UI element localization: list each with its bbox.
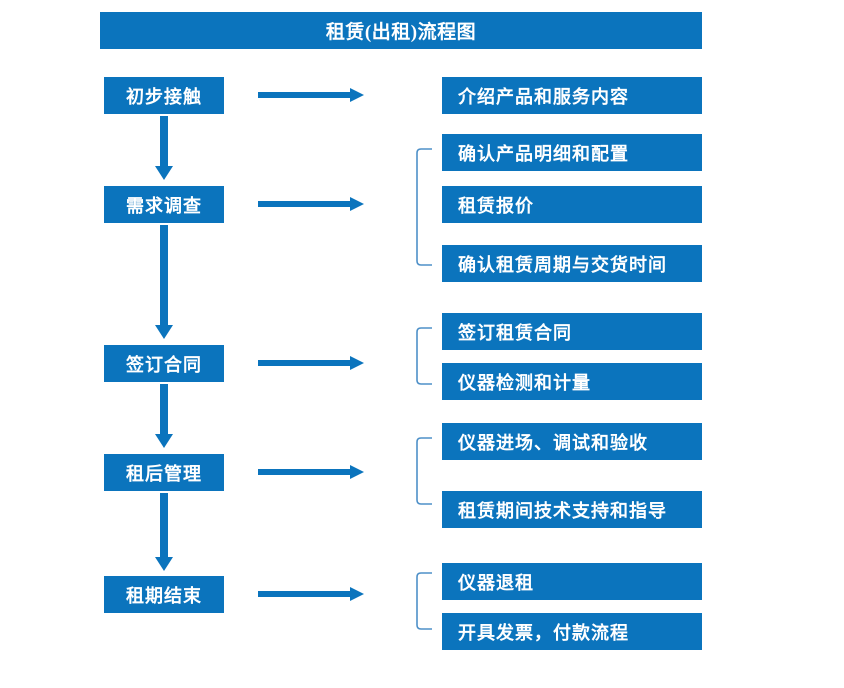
detail-box-3[interactable]: 租赁报价 <box>442 186 702 223</box>
group-bracket-2 <box>416 148 434 266</box>
horizontal-arrow-5 <box>258 587 364 601</box>
vertical-arrow-4 <box>153 493 175 573</box>
horizontal-arrow-4 <box>258 465 364 479</box>
stage-box-5[interactable]: 租期结束 <box>104 576 224 613</box>
detail-box-9[interactable]: 仪器退租 <box>442 563 702 600</box>
detail-box-4[interactable]: 确认租赁周期与交货时间 <box>442 245 702 282</box>
detail-box-8[interactable]: 租赁期间技术支持和指导 <box>442 491 702 528</box>
horizontal-arrow-3 <box>258 356 364 370</box>
horizontal-arrow-2 <box>258 197 364 211</box>
stage-box-2[interactable]: 需求调查 <box>104 186 224 223</box>
group-bracket-4 <box>416 437 434 505</box>
detail-box-2[interactable]: 确认产品明细和配置 <box>442 134 702 171</box>
stage-box-3[interactable]: 签订合同 <box>104 345 224 382</box>
group-bracket-3 <box>416 327 434 385</box>
stage-box-1[interactable]: 初步接触 <box>104 77 224 114</box>
detail-box-1[interactable]: 介绍产品和服务内容 <box>442 77 702 114</box>
detail-box-7[interactable]: 仪器进场、调试和验收 <box>442 423 702 460</box>
detail-box-6[interactable]: 仪器检测和计量 <box>442 363 702 400</box>
detail-box-10[interactable]: 开具发票，付款流程 <box>442 613 702 650</box>
detail-box-5[interactable]: 签订租赁合同 <box>442 313 702 350</box>
vertical-arrow-1 <box>153 116 175 182</box>
page-title: 租赁(出租)流程图 <box>100 12 702 49</box>
group-bracket-5 <box>416 572 434 630</box>
horizontal-arrow-1 <box>258 88 364 102</box>
vertical-arrow-3 <box>153 384 175 450</box>
vertical-arrow-2 <box>153 225 175 341</box>
stage-box-4[interactable]: 租后管理 <box>104 454 224 491</box>
